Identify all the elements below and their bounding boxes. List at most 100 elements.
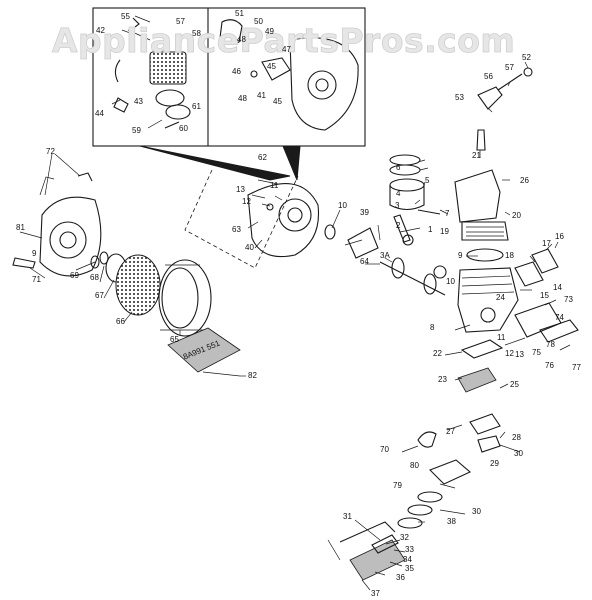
callout-61: 61 xyxy=(192,102,201,111)
callout-60: 60 xyxy=(179,124,188,133)
diaphragm-part xyxy=(397,517,423,529)
callout-70: 70 xyxy=(380,445,389,454)
callout-9: 9 xyxy=(32,249,37,258)
callout-20: 20 xyxy=(512,211,521,220)
pump-body-part xyxy=(429,459,472,485)
callout-79: 79 xyxy=(393,481,402,490)
callout-34: 34 xyxy=(403,555,412,564)
air-filter-part xyxy=(349,539,406,581)
callout-16: 16 xyxy=(555,232,564,241)
callout-51: 51 xyxy=(235,9,244,18)
callout-6: 6 xyxy=(396,163,401,172)
throttle-lever-part xyxy=(417,431,437,448)
rotor-part xyxy=(158,259,212,337)
callout-33: 33 xyxy=(405,545,414,554)
callout-43: 43 xyxy=(134,97,143,106)
shield-part xyxy=(457,367,497,393)
bearing-part xyxy=(433,265,447,279)
callout-14: 14 xyxy=(553,283,562,292)
callout-80: 80 xyxy=(410,461,419,470)
callout-44: 44 xyxy=(95,109,104,118)
callout-82: 82 xyxy=(248,371,257,380)
callout-41: 41 xyxy=(257,91,266,100)
diaphragm-part xyxy=(417,491,443,503)
dashed-assembly-outline xyxy=(184,169,299,269)
callout-1: 1 xyxy=(428,225,433,234)
callout-28: 28 xyxy=(512,433,521,442)
callout-3a: 3A xyxy=(380,251,390,260)
callout-76: 76 xyxy=(545,361,554,370)
washer-part xyxy=(90,255,100,269)
inset-pointer-left xyxy=(139,145,291,181)
callout-67: 67 xyxy=(95,291,104,300)
carburetor-part xyxy=(469,413,501,453)
callout-71: 71 xyxy=(32,275,41,284)
spark-plug-part xyxy=(476,129,486,151)
callout-49: 49 xyxy=(265,27,274,36)
callout-45: 45 xyxy=(267,62,276,71)
callout-11: 11 xyxy=(497,333,506,342)
leader-lines xyxy=(19,15,571,591)
callout-23: 23 xyxy=(438,375,447,384)
wrist-pin-part xyxy=(417,209,441,215)
crankshaft-part xyxy=(379,257,446,296)
callout-65: 65 xyxy=(170,335,179,344)
callout-3: 3 xyxy=(395,201,400,210)
diaphragm-part xyxy=(407,504,433,516)
gasket-22-part xyxy=(460,339,504,359)
callout-52: 52 xyxy=(522,53,531,62)
callout-63: 63 xyxy=(232,225,241,234)
callout-73: 73 xyxy=(564,295,573,304)
callout-55: 55 xyxy=(121,12,130,21)
callout-35: 35 xyxy=(405,564,414,573)
callout-8: 8 xyxy=(430,323,435,332)
washer-part xyxy=(99,251,109,265)
callout-74: 74 xyxy=(555,313,564,322)
callout-11: 11 xyxy=(270,181,279,190)
callout-78: 78 xyxy=(546,340,555,349)
callout-56: 56 xyxy=(484,72,493,81)
callout-30: 30 xyxy=(514,449,523,458)
inset-pointer-right xyxy=(282,145,301,181)
callout-37: 37 xyxy=(371,589,380,598)
callout-7: 7 xyxy=(445,209,450,218)
callout-58: 58 xyxy=(192,29,201,38)
callout-31: 31 xyxy=(343,512,352,521)
callout-2: 2 xyxy=(396,221,401,230)
callout-48: 48 xyxy=(237,35,246,44)
callout-45: 45 xyxy=(273,97,282,106)
callout-59: 59 xyxy=(132,126,141,135)
screen-part xyxy=(115,254,161,316)
callout-10: 10 xyxy=(338,201,347,210)
callout-77: 77 xyxy=(572,363,581,372)
callout-18: 18 xyxy=(505,251,514,260)
callout-81: 81 xyxy=(16,223,25,232)
callout-13: 13 xyxy=(515,350,524,359)
watermark-text: AppliancePartsPros.com xyxy=(52,21,515,60)
magneto-housing xyxy=(247,183,320,258)
callout-29: 29 xyxy=(490,459,499,468)
callout-53: 53 xyxy=(455,93,464,102)
callout-46: 46 xyxy=(232,67,241,76)
callout-19: 19 xyxy=(440,227,449,236)
reed-valve-part xyxy=(531,248,559,274)
callout-12: 12 xyxy=(242,197,251,206)
callout-32: 32 xyxy=(400,533,409,542)
callout-40: 40 xyxy=(245,243,254,252)
callout-75: 75 xyxy=(532,348,541,357)
callout-66: 66 xyxy=(116,317,125,326)
callout-62: 62 xyxy=(258,153,267,162)
instruction-card: 8A991 551 xyxy=(167,327,241,377)
callout-69: 69 xyxy=(70,271,79,280)
callout-5: 5 xyxy=(425,176,430,185)
callout-30: 30 xyxy=(472,507,481,516)
callout-17: 17 xyxy=(542,239,551,248)
callout-24: 24 xyxy=(496,293,505,302)
starter-housing xyxy=(12,172,102,277)
callout-42: 42 xyxy=(96,26,105,35)
callout-12: 12 xyxy=(505,349,514,358)
callout-10: 10 xyxy=(446,277,455,286)
seal-ring-part xyxy=(324,224,336,240)
